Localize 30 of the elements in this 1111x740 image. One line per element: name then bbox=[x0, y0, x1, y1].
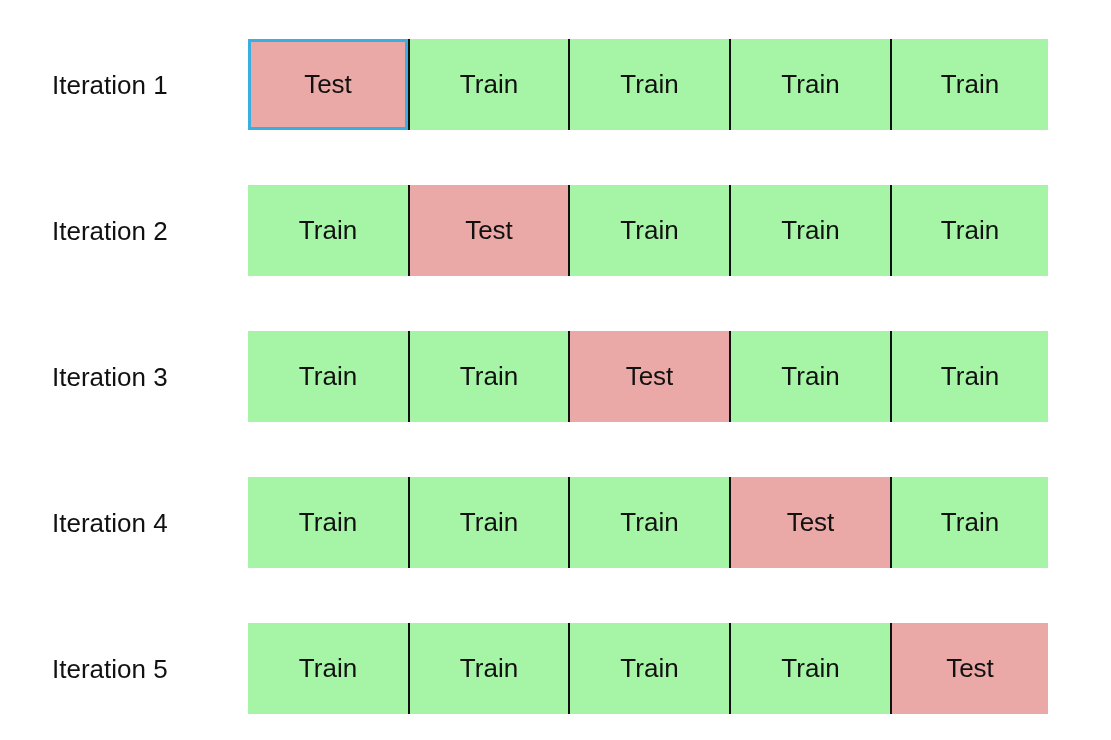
train-fold: Train bbox=[568, 39, 729, 130]
train-fold: Train bbox=[248, 185, 408, 276]
train-fold: Train bbox=[729, 331, 890, 422]
train-fold: Train bbox=[890, 39, 1048, 130]
train-fold: Train bbox=[568, 185, 729, 276]
train-fold: Train bbox=[890, 185, 1048, 276]
train-fold: Train bbox=[729, 185, 890, 276]
row-label: Iteration 2 bbox=[52, 215, 168, 246]
row-label: Iteration 1 bbox=[52, 69, 168, 100]
test-fold: Test bbox=[568, 331, 729, 422]
row-label: Iteration 5 bbox=[52, 653, 168, 684]
train-fold: Train bbox=[248, 477, 408, 568]
train-fold: Train bbox=[729, 623, 890, 714]
train-fold: Train bbox=[890, 477, 1048, 568]
train-fold: Train bbox=[729, 39, 890, 130]
test-fold: Test bbox=[408, 185, 568, 276]
train-fold: Train bbox=[248, 623, 408, 714]
train-fold: Train bbox=[408, 331, 568, 422]
row-label: Iteration 3 bbox=[52, 361, 168, 392]
train-fold: Train bbox=[408, 623, 568, 714]
train-fold: Train bbox=[248, 331, 408, 422]
train-fold: Train bbox=[890, 331, 1048, 422]
train-fold: Train bbox=[408, 39, 568, 130]
test-fold: Test bbox=[248, 39, 408, 130]
row-label: Iteration 4 bbox=[52, 507, 168, 538]
test-fold: Test bbox=[729, 477, 890, 568]
test-fold: Test bbox=[890, 623, 1048, 714]
train-fold: Train bbox=[568, 623, 729, 714]
train-fold: Train bbox=[568, 477, 729, 568]
train-fold: Train bbox=[408, 477, 568, 568]
